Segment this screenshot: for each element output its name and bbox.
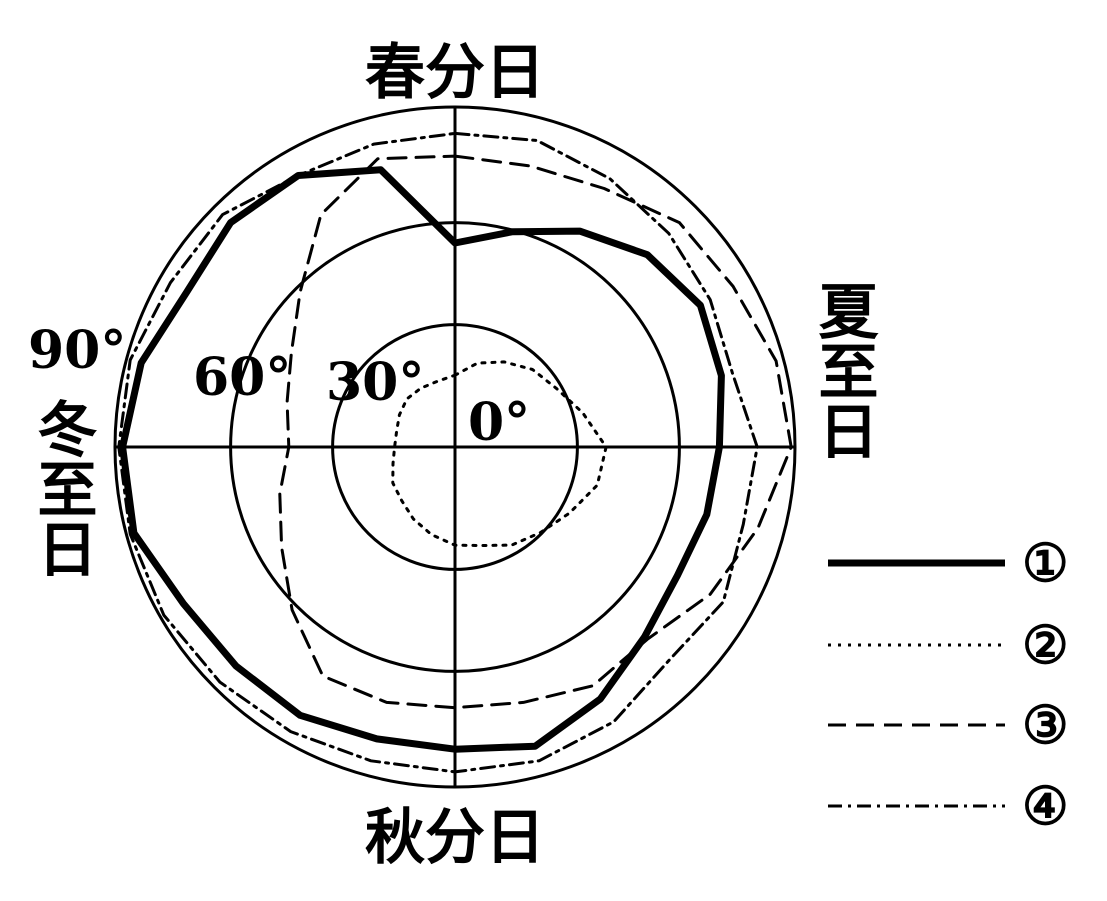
radial-tick-label: 60° [193,347,291,408]
series-layer [117,131,793,774]
labels: 春分日 秋分日 夏至日 冬至日 0° 30° 60° 90° [27,38,878,873]
series-line-3 [278,154,793,710]
label-bottom: 秋分日 [365,803,545,873]
series-line-4 [117,131,759,774]
label-right: 夏至日 [808,280,878,460]
legend-label-1: ① [1022,533,1069,594]
radial-tick-label: 90° [28,320,126,381]
series-line-1 [119,166,725,753]
series-line-2 [391,360,608,547]
label-top: 春分日 [365,38,545,108]
radial-tick-label: 0° [468,392,530,453]
legend-label-2: ② [1022,615,1069,676]
legend-label-4: ④ [1022,776,1069,837]
radial-tick-label: 30° [326,352,424,413]
polar-grid [113,105,797,789]
label-left: 冬至日 [27,398,97,578]
legend-label-3: ③ [1022,695,1069,756]
legend: ① ② ③ ④ [828,533,1069,837]
